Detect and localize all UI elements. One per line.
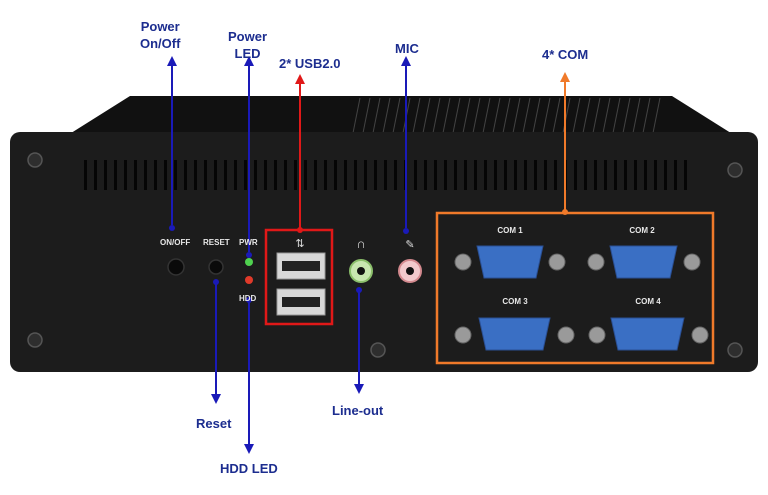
callout-line-out: Line-out (332, 403, 384, 418)
reset-button (208, 259, 224, 275)
usb-symbol-icon: ⇅ (295, 238, 304, 250)
screws (27, 152, 743, 358)
com-port-4 (588, 317, 709, 351)
mic-icon: ✎ (405, 239, 414, 251)
chassis-top (60, 96, 742, 140)
usb-ports (276, 252, 326, 316)
callout-usb: 2* USB2.0 (279, 56, 341, 71)
headphone-icon: ∩ (356, 236, 365, 251)
hdd-panel-label: HDD (239, 294, 257, 303)
callout-power-led: Power LED (228, 29, 268, 61)
callout-hdd-led: HDD LED (220, 461, 278, 476)
pwr-panel-label: PWR (239, 238, 258, 247)
com-port-1 (454, 245, 566, 279)
cooling-fins (351, 97, 661, 139)
callout-arrows (167, 56, 570, 454)
com2-label: COM 2 (629, 226, 655, 235)
com-port-2 (587, 245, 701, 279)
chassis-front (10, 132, 758, 372)
com-port-3 (454, 317, 575, 351)
callout-mic: MIC (395, 41, 419, 56)
callout-reset: Reset (196, 416, 232, 431)
com-highlight-box (435, 211, 715, 365)
com1-label: COM 1 (497, 226, 523, 235)
reset-panel-label: RESET (203, 238, 230, 247)
callout-power-onoff: Power On/Off (140, 19, 181, 51)
hdd-led (245, 276, 253, 284)
onoff-panel-label: ON/OFF (160, 238, 191, 247)
callout-com: 4* COM (542, 47, 589, 62)
com3-label: COM 3 (502, 297, 528, 306)
power-led (245, 258, 253, 266)
front-vents (84, 160, 687, 190)
power-button (167, 258, 185, 276)
com4-label: COM 4 (635, 297, 661, 306)
